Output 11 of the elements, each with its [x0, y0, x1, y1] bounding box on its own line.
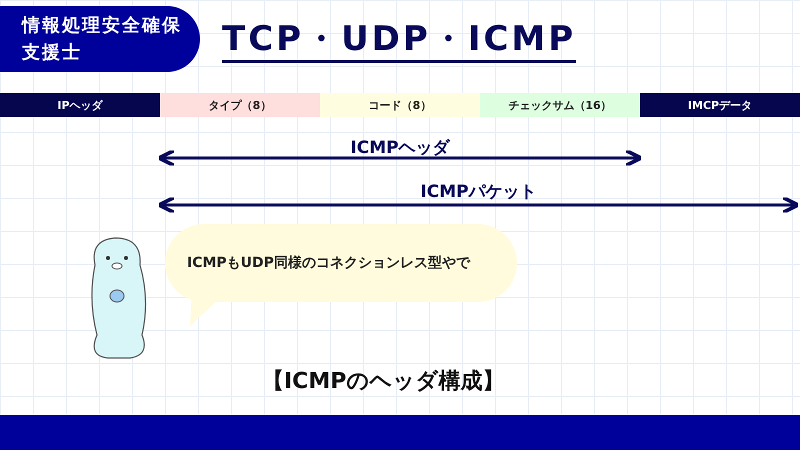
dimension-label: ICMPパケット [420, 182, 537, 202]
caption: 【ICMPのヘッダ構成】 [262, 368, 504, 396]
header-field: タイプ（8） [160, 93, 320, 117]
title: TCP・UDP・ICMP [222, 18, 576, 63]
header-field: チェックサム（16） [480, 93, 640, 117]
header-field: IMCPデータ [640, 93, 800, 117]
dimension-label: ICMPヘッダ [350, 138, 450, 158]
badge: 情報処理安全確保支援士 [0, 6, 200, 72]
header-field: IPヘッダ [0, 93, 160, 117]
speech-bubble: ICMPもUDP同様のコネクションレス型やで [165, 224, 517, 302]
header-field: コード（8） [320, 93, 480, 117]
